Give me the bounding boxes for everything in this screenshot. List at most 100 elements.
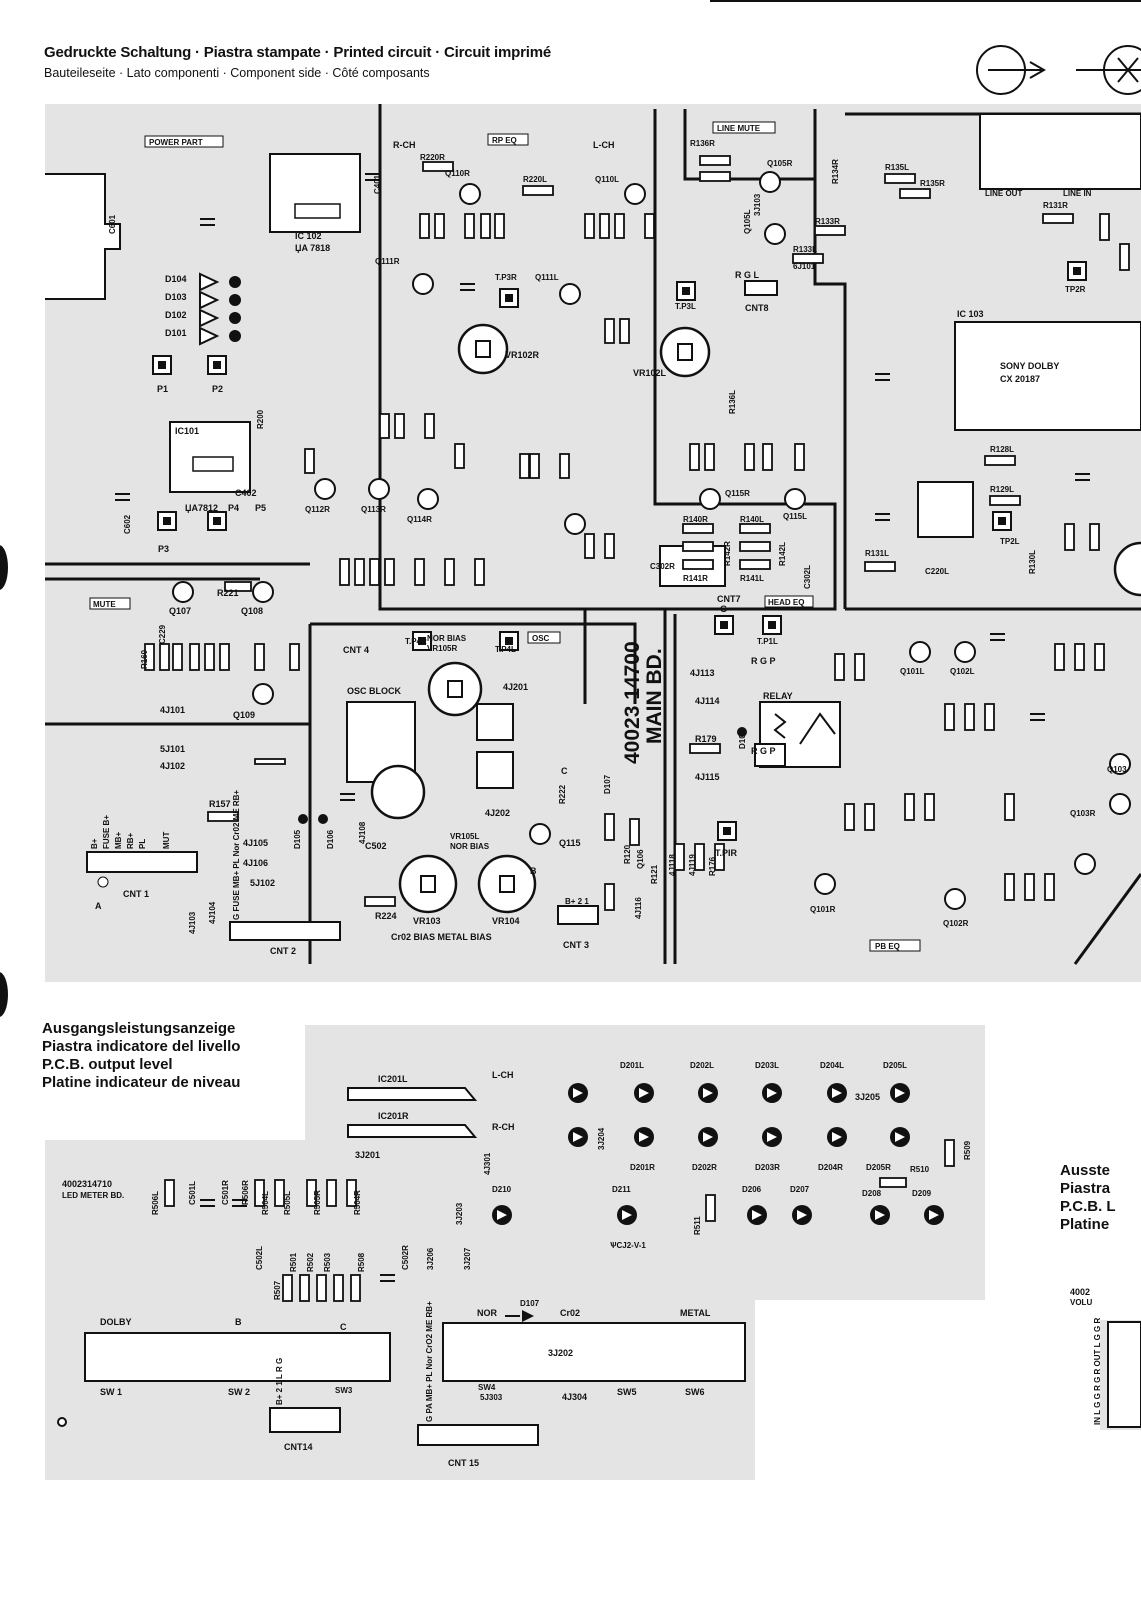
label-r141l: R141L bbox=[740, 574, 764, 583]
label-c401: C401 bbox=[373, 174, 382, 194]
led-label-ic201l: IC201L bbox=[378, 1074, 408, 1084]
label-b: B bbox=[530, 866, 537, 876]
led-label-sw6: SW6 bbox=[685, 1387, 705, 1397]
label-q109: Q109 bbox=[233, 710, 255, 720]
label-d102: D102 bbox=[165, 310, 187, 320]
main-board-name: MAIN BD. bbox=[643, 648, 666, 744]
label-cnt4: CNT 4 bbox=[343, 645, 369, 655]
label-tj101: 4J101 bbox=[160, 705, 185, 715]
led-label-cro2: Cr02 bbox=[560, 1308, 580, 1318]
label-vr102l: VR102L bbox=[633, 368, 667, 378]
led-label-d205r: D205R bbox=[866, 1163, 891, 1172]
label-r130l: R130L bbox=[1028, 550, 1037, 574]
label-c302l: C302L bbox=[803, 565, 812, 589]
right-board-pins: IN L G G R G R OUT L G G R bbox=[1093, 1318, 1102, 1425]
label-r142l: R142L bbox=[778, 542, 787, 566]
label-mut: MUT bbox=[162, 832, 171, 849]
led-label-lch: L-CH bbox=[492, 1070, 514, 1080]
label-q112r: Q112R bbox=[305, 505, 330, 514]
label-sj101b: 6J101 bbox=[793, 262, 816, 271]
label-sj102: 5J102 bbox=[250, 878, 275, 888]
led-label-sw4: SW4 bbox=[478, 1383, 496, 1392]
label-nor-bias-r: NOR BIAS bbox=[427, 634, 467, 643]
led-label-r504r: R504R bbox=[353, 1190, 362, 1215]
led-label-d208: D208 bbox=[862, 1189, 882, 1198]
right-caption-line-2: Piastra bbox=[1060, 1180, 1111, 1197]
led-board-name: LED METER BD. bbox=[62, 1191, 124, 1200]
label-sj103: 3J103 bbox=[753, 193, 762, 216]
led-label-c501r: C501R bbox=[221, 1180, 230, 1205]
view-direction-icon bbox=[976, 45, 1141, 95]
label-r136l: R136L bbox=[728, 390, 737, 414]
label-vr102r: VR102R bbox=[505, 350, 540, 360]
led-label-ic201r: IC201R bbox=[378, 1111, 409, 1121]
label-r131r: R131R bbox=[1043, 201, 1068, 210]
label-mb: MB+ bbox=[114, 832, 123, 849]
label-q106: Q106 bbox=[636, 849, 645, 869]
page-subtitle: Bauteileseite · Lato componenti · Compon… bbox=[44, 66, 430, 80]
label-tp3l: T.P3L bbox=[675, 302, 696, 311]
label-c502: C502 bbox=[365, 841, 387, 851]
label-r135l: R135L bbox=[885, 163, 909, 172]
label-tp2r: TP2R bbox=[1065, 285, 1086, 294]
label-a: A bbox=[95, 901, 102, 911]
led-label-sj202: 3J202 bbox=[548, 1348, 573, 1358]
label-q111r: Q111R bbox=[375, 257, 400, 266]
label-tj115: 4J115 bbox=[695, 772, 720, 782]
led-label-r506l: R506L bbox=[151, 1191, 160, 1215]
label-p2: P2 bbox=[212, 384, 223, 394]
led-label-r502: R502 bbox=[306, 1252, 315, 1272]
binding-mark-bottom bbox=[0, 972, 8, 1017]
label-tp1l: T.P1L bbox=[757, 637, 778, 646]
caption-line-4: Platine indicateur de niveau bbox=[42, 1074, 241, 1091]
led-label-d201r: D201R bbox=[630, 1163, 655, 1172]
label-pb-eq: PB EQ bbox=[875, 942, 900, 951]
led-label-c501l: C501L bbox=[188, 1181, 197, 1205]
led-label-d209: D209 bbox=[912, 1189, 932, 1198]
label-d106: D106 bbox=[326, 829, 335, 849]
label-p4: P4 bbox=[228, 503, 239, 513]
label-q103: Q103 bbox=[1107, 765, 1127, 774]
label-line-out: LINE OUT bbox=[985, 189, 1022, 198]
led-label-d210: D210 bbox=[492, 1185, 512, 1194]
led-label-d207: D207 bbox=[790, 1185, 810, 1194]
label-q102l: Q102L bbox=[950, 667, 975, 676]
label-q101l: Q101L bbox=[900, 667, 925, 676]
led-label-sj205: 3J205 bbox=[855, 1092, 880, 1102]
label-q115l: Q115L bbox=[783, 512, 807, 521]
label-d107: D107 bbox=[603, 774, 612, 794]
led-label-d205l: D205L bbox=[883, 1061, 907, 1070]
right-board-name: VOLU bbox=[1070, 1298, 1092, 1307]
label-r222: R222 bbox=[558, 784, 567, 804]
label-r134r: R134R bbox=[831, 159, 840, 184]
led-label-r501: R501 bbox=[289, 1252, 298, 1272]
led-label-c: C bbox=[340, 1322, 347, 1332]
label-tpir: T.PIR bbox=[715, 848, 738, 858]
label-line-in: LINE IN bbox=[1063, 189, 1092, 198]
binding-mark-top bbox=[0, 545, 8, 590]
label-tj106: 4J106 bbox=[243, 858, 268, 868]
label-r140l: R140L bbox=[740, 515, 764, 524]
led-label-d107: D107 bbox=[520, 1299, 540, 1308]
label-r131l: R131L bbox=[865, 549, 889, 558]
label-cnt3: CNT 3 bbox=[563, 940, 589, 950]
label-r157: R157 bbox=[209, 799, 231, 809]
label-tj116: 4J116 bbox=[634, 897, 643, 919]
label-d108: D108 bbox=[738, 729, 747, 749]
label-nor-bias-l: NOR BIAS bbox=[450, 842, 490, 851]
led-label-sw3: SW3 bbox=[335, 1386, 353, 1395]
label-p3: P3 bbox=[158, 544, 169, 554]
led-label-r511: R511 bbox=[693, 1216, 702, 1235]
right-caption: Ausste Piastra P.C.B. L Platine bbox=[1060, 1162, 1116, 1234]
led-label-sj303: 5J303 bbox=[480, 1393, 503, 1402]
led-board-number: 4002314710 bbox=[62, 1179, 112, 1189]
label-q108: Q108 bbox=[241, 606, 263, 616]
led-label-d203l: D203L bbox=[755, 1061, 779, 1070]
led-board-caption: Ausgangsleistungsanzeige Piastra indicat… bbox=[42, 1020, 240, 1092]
label-tj113: 4J113 bbox=[690, 668, 715, 678]
label-head-eq: HEAD EQ bbox=[768, 598, 804, 607]
label-r179: R179 bbox=[695, 734, 717, 744]
label-rgl: R G L bbox=[735, 270, 760, 280]
label-q113r: Q113R bbox=[361, 505, 386, 514]
label-ua7812: ЏA7812 bbox=[185, 503, 218, 513]
